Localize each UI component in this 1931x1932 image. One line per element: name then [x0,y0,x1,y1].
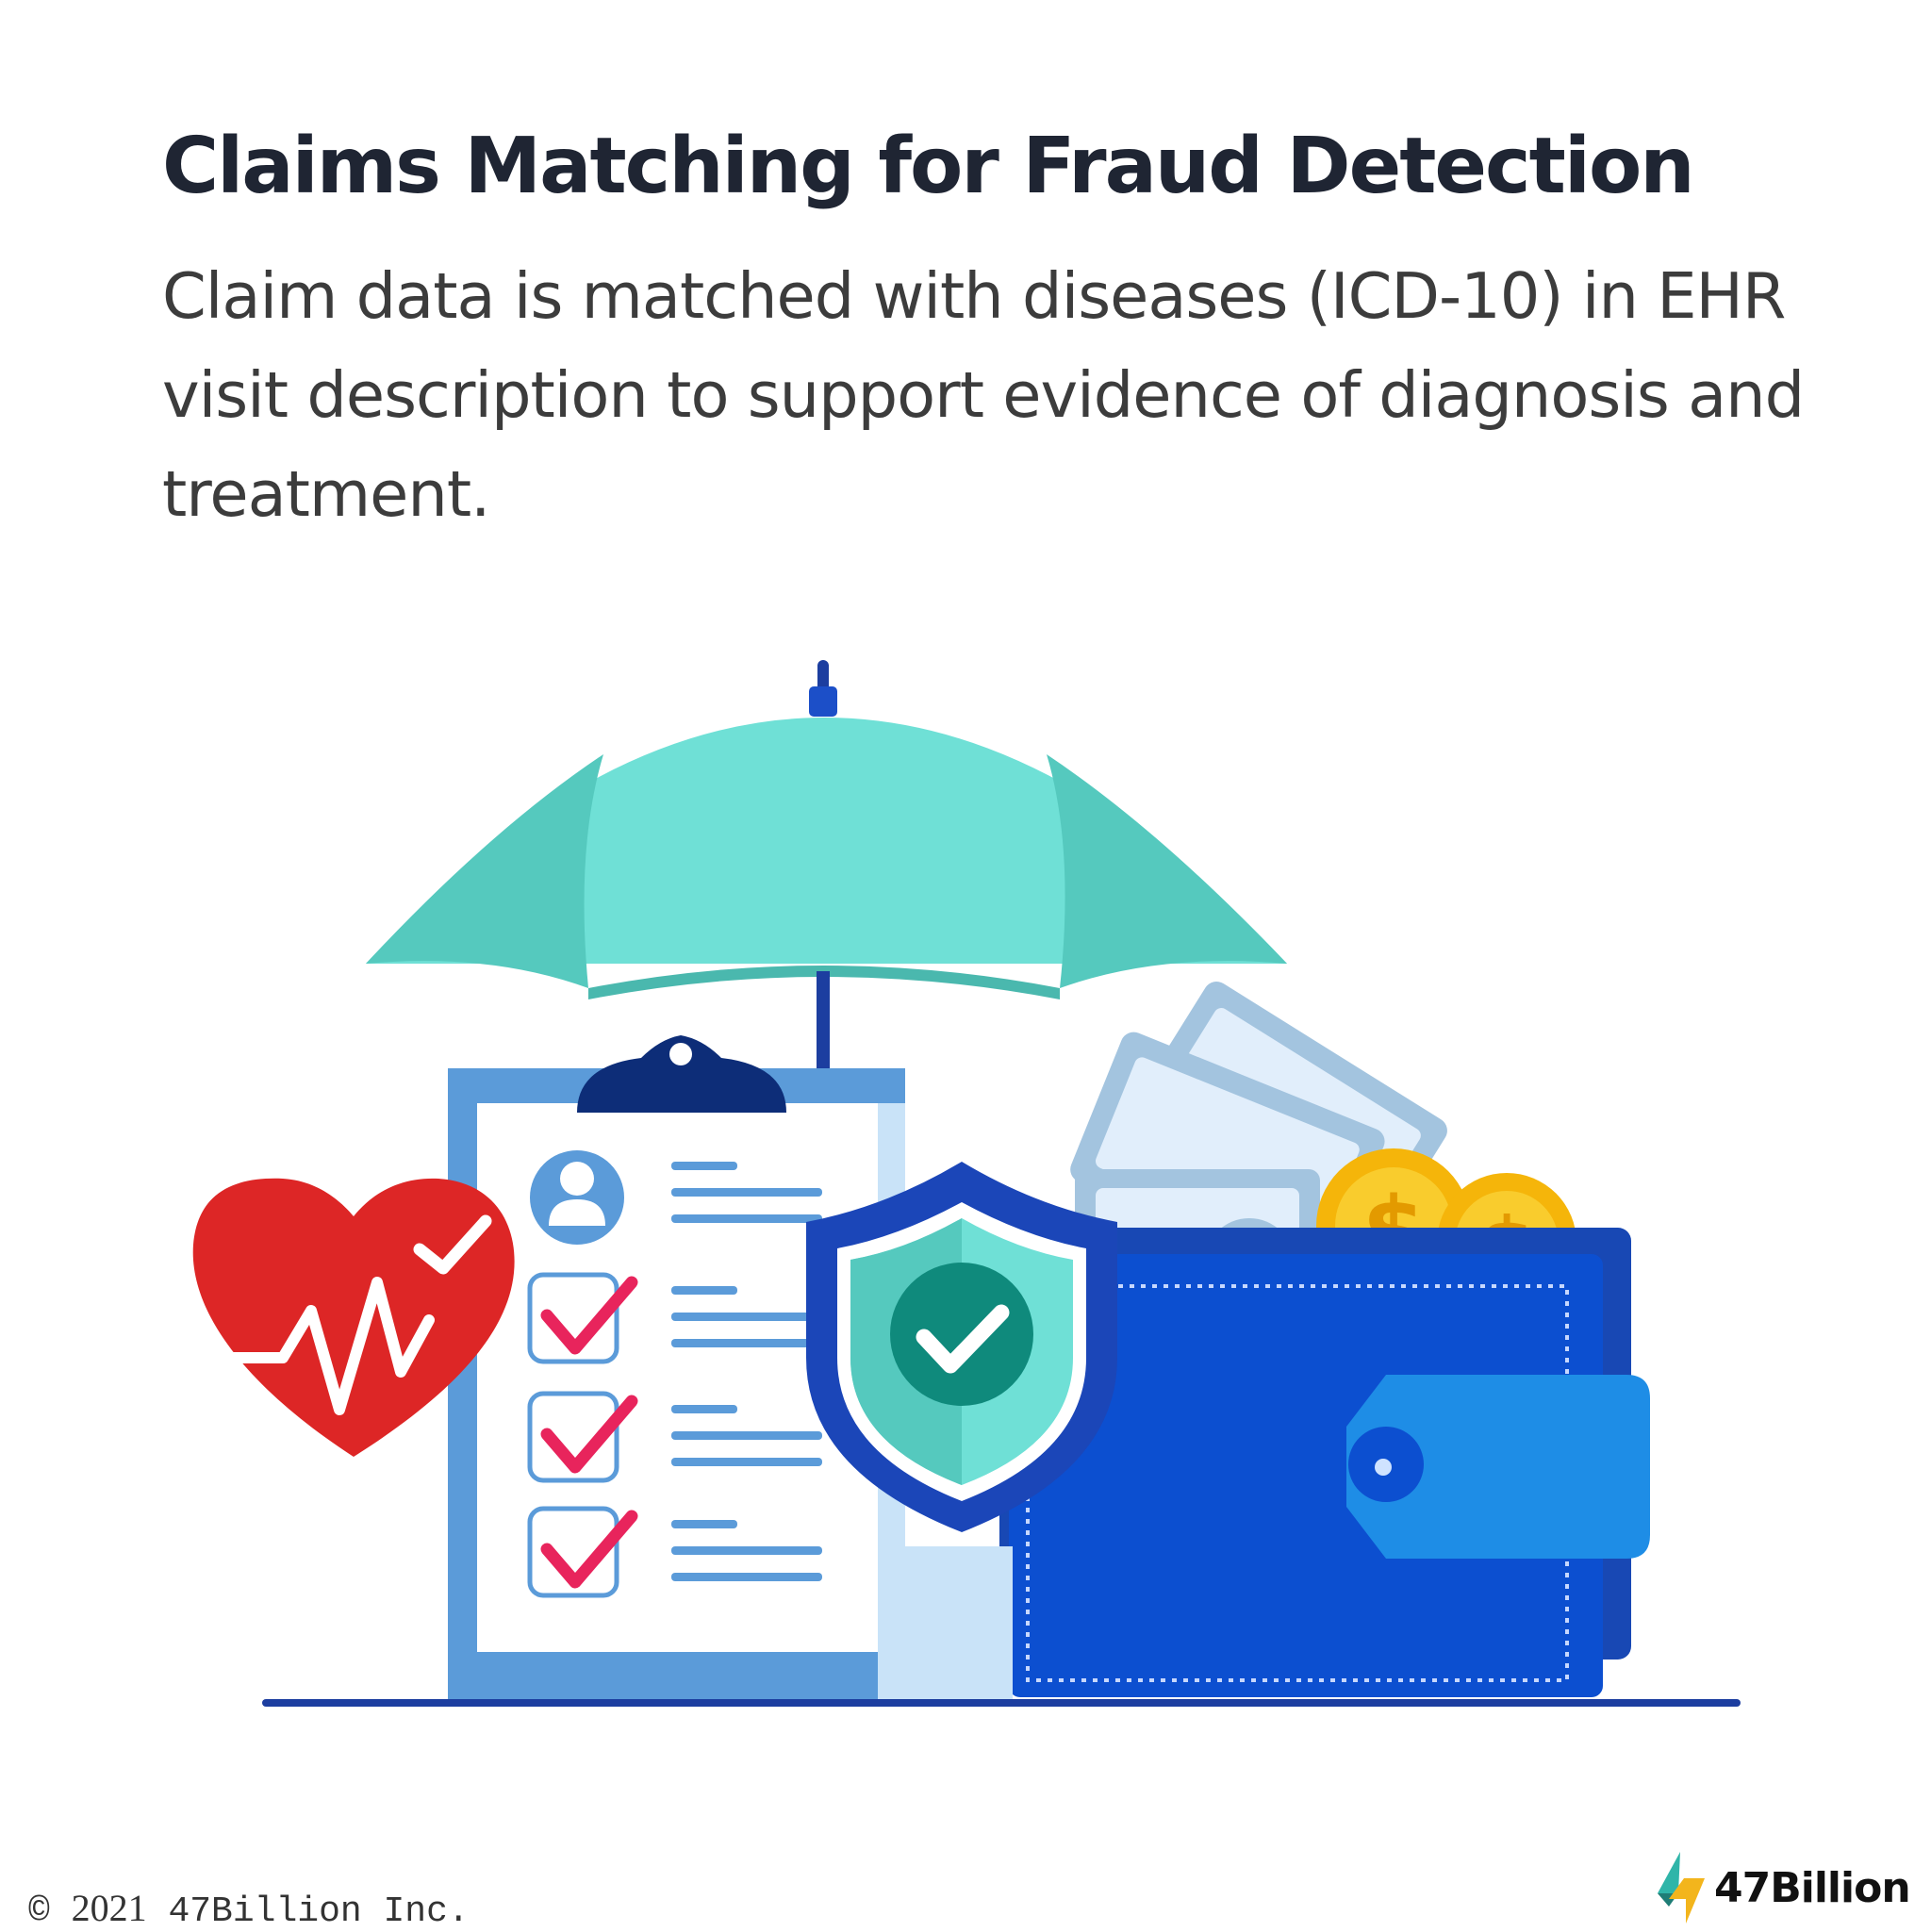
check-icon [540,1395,638,1474]
page-description: Claim data is matched with diseases (ICD… [162,259,1805,531]
copyright-symbol: © [28,1891,50,1932]
shield-check-icon [806,1162,1117,1699]
check-icon [540,1276,638,1355]
lightning-logo-icon [1658,1852,1705,1924]
wallet-icon [999,1228,1650,1697]
page-title: Claims Matching for Fraud Detection [162,122,1695,211]
heart-pulse-icon [188,1178,515,1457]
brand-logo: 47Billion [1652,1850,1911,1925]
check-icon [540,1510,638,1589]
check-icon [916,1304,1010,1374]
umbrella-icon [366,660,1287,1077]
copyright-notice: © 2021 47Billion Inc. [28,1886,470,1932]
copyright-year: 2021 [71,1887,147,1929]
user-avatar-icon [530,1150,624,1245]
copyright-company: 47Billion Inc. [168,1891,470,1932]
ground-line [262,1699,1741,1707]
brand-name: 47Billion [1714,1863,1911,1912]
